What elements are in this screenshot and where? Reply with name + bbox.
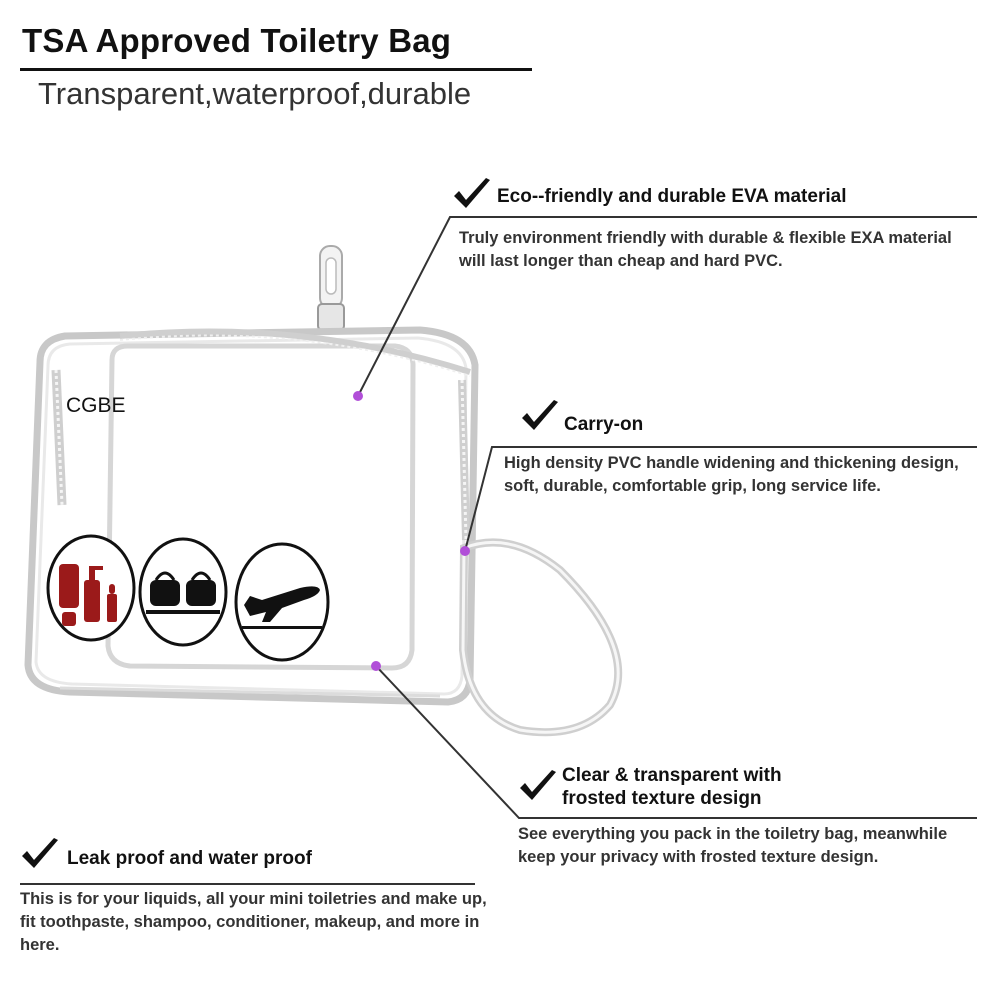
accent-dot — [371, 661, 381, 671]
callout-lines — [20, 216, 977, 885]
checkmark-icon — [452, 178, 492, 212]
feature-title-carry-on: Carry-on — [564, 414, 644, 435]
checkmark-icon — [518, 770, 558, 804]
wrist-handle — [458, 538, 623, 737]
feature-desc-material: Truly environment friendly with durable … — [459, 229, 952, 270]
feature-desc-leak: This is for your liquids, all your mini … — [20, 890, 487, 954]
brand-logo: CGBE — [66, 394, 126, 417]
accent-dot — [353, 391, 363, 401]
feature-title-leak: Leak proof and water proof — [67, 848, 312, 869]
zipper-pull — [317, 245, 345, 331]
luggage-icon — [138, 537, 228, 647]
page-title: TSA Approved Toiletry Bag — [22, 22, 452, 59]
feature-desc-clear: See everything you pack in the toiletry … — [518, 825, 948, 866]
toiletries-icon — [46, 534, 136, 642]
feature-title-clear-line2: frosted texture design — [562, 788, 762, 809]
page-subtitle: Transparent,waterproof,durable — [38, 76, 472, 111]
feature-title-clear-line1: Clear & transparent with — [562, 765, 782, 786]
feature-desc-carry-on: High density PVC handle widening and thi… — [504, 454, 959, 495]
accent-dot — [460, 546, 470, 556]
airplane-icon — [234, 542, 330, 662]
title-underline — [20, 68, 532, 71]
checkmark-icon — [520, 400, 560, 434]
checkmark-icon — [20, 838, 60, 872]
feature-title-material: Eco--friendly and durable EVA material — [497, 186, 847, 207]
